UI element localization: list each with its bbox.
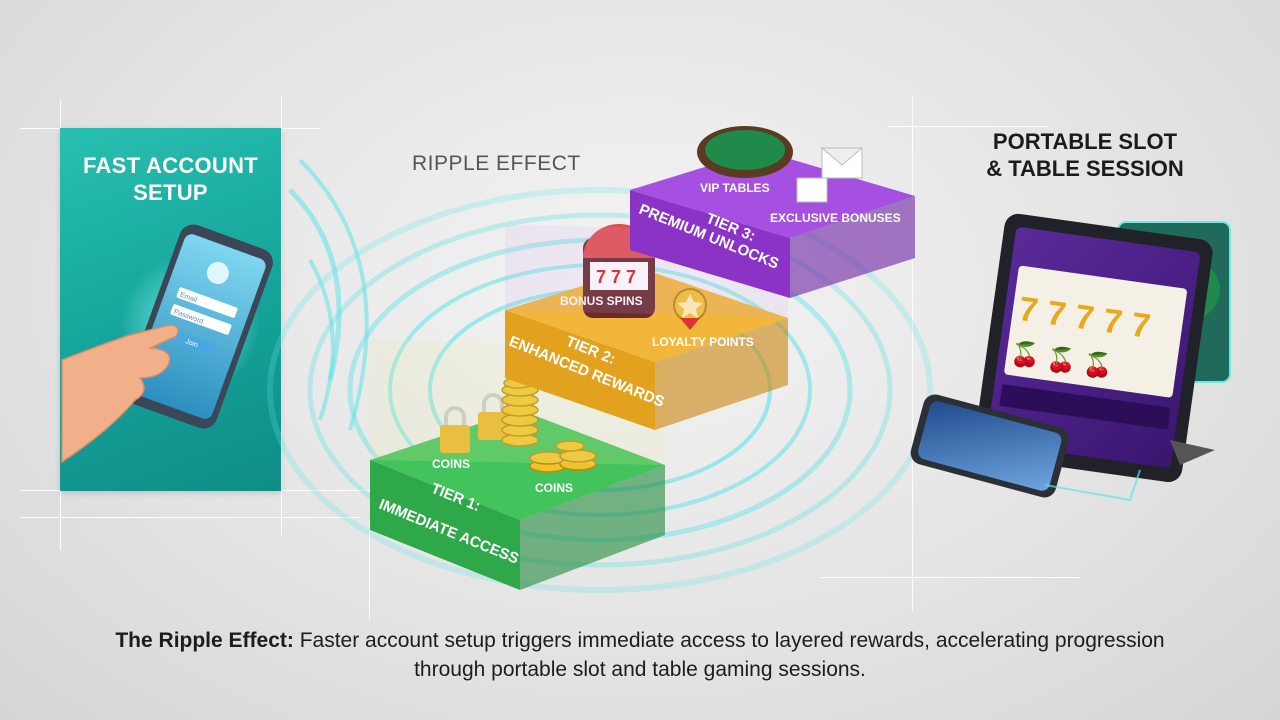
caption: The Ripple Effect: Faster account setup … [90, 626, 1190, 684]
tier1-item-coins-a: COINS [432, 457, 470, 471]
guide-line [369, 520, 370, 620]
smartphone-illustration [910, 394, 1141, 502]
phone-join-button: Join [184, 338, 199, 349]
guide-line [912, 96, 913, 611]
tier1-step: TIER 1: IMMEDIATE ACCESS COINS COINS [370, 377, 665, 590]
lock-icon [440, 393, 508, 453]
caption-text: Faster account setup triggers immediate … [293, 629, 1165, 681]
tier3-step: TIER 3: PREMIUM UNLOCKS VIP TABLES EXCLU… [505, 126, 915, 318]
tier2-item-loyalty-points: LOYALTY POINTS [652, 335, 754, 349]
svg-text:7 7 7: 7 7 7 [596, 267, 636, 287]
medal-icon [673, 288, 707, 330]
tier2-item-bonus-spins: BONUS SPINS [560, 294, 643, 308]
guide-line [281, 95, 282, 535]
ripple-effect-label: RIPPLE EFFECT [412, 152, 581, 175]
tier2-step: TIER 2: ENHANCED REWARDS 7 7 7 BONUS SPI… [370, 224, 788, 465]
tier1-item-coins-b: COINS [535, 481, 573, 495]
envelope-icon [796, 147, 864, 203]
coin-stack-icon [501, 377, 597, 473]
caption-lead: The Ripple Effect: [115, 629, 294, 652]
ripple-waves [267, 158, 933, 593]
tier3-item-exclusive-bonuses: EXCLUSIVE BONUSES [770, 211, 901, 225]
phone-illustration: Email Password Join [61, 224, 273, 464]
guide-line [820, 577, 1080, 578]
panel-title: FAST ACCOUNT SETUP [82, 153, 259, 205]
tablet-illustration: 7 7 7 7 7 🍒 🍒 🍒 [974, 213, 1231, 483]
poker-table-icon [697, 126, 793, 178]
guide-line [20, 517, 360, 518]
guide-line [888, 126, 1048, 127]
portable-session-title: PORTABLE SLOT & TABLE SESSION [986, 129, 1184, 181]
tier3-item-vip-tables: VIP TABLES [700, 181, 770, 195]
